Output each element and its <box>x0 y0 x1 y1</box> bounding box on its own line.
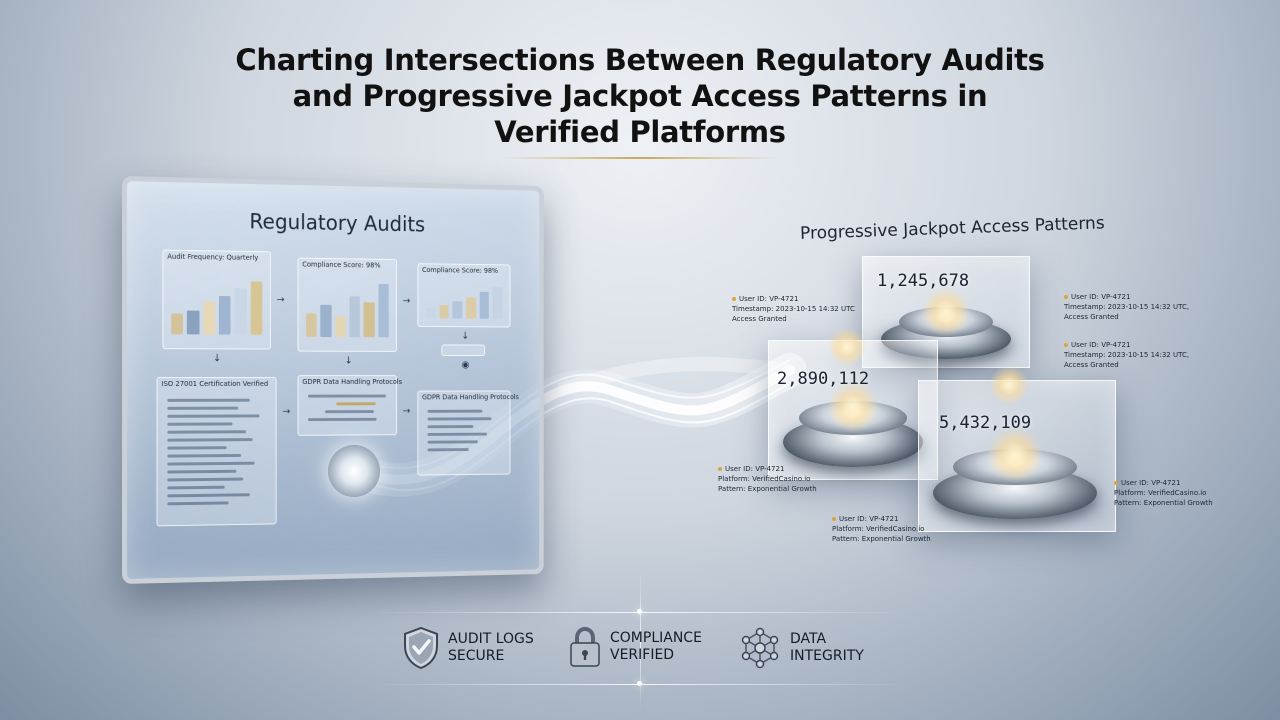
access-note: User ID: VP-4721 Timestamp: 2023-10-15 1… <box>1064 340 1189 370</box>
card-label: Audit Frequency: Quarterly <box>167 252 259 262</box>
stream-connector-port <box>328 445 380 497</box>
glow-light <box>921 287 971 337</box>
note-line: Platform: VerifiedCasino.io <box>1114 489 1207 497</box>
note-line: Access Granted <box>732 315 787 323</box>
gdpr-protocols-card: GDPR Data Handling Protocols <box>297 375 402 436</box>
note-line: Platform: VerifiedCasino.io <box>832 525 925 533</box>
arrow-down-icon: ↓ <box>461 331 470 342</box>
jackpot-cube-1: 1,245,678 <box>862 256 1030 368</box>
code-lines-graphic <box>158 378 276 506</box>
card-label: Compliance Score: 98% <box>422 266 499 275</box>
card-label: GDPR Data Handling Protocols <box>302 378 403 386</box>
arrow-right-icon: → <box>276 294 285 306</box>
shield-check-icon <box>402 626 440 670</box>
note-line: Platform: VerifiedCasino.io <box>718 475 811 483</box>
jackpot-cube-2: 2,890,112 <box>768 327 938 480</box>
process-node <box>441 344 486 357</box>
card-label: GDPR Data Handling Protocols <box>422 393 519 402</box>
regulatory-audits-panel: Regulatory Audits Audit Frequency: Quart… <box>122 176 544 584</box>
badge-data-integrity: DATA INTEGRITY <box>738 626 864 670</box>
badge-line-1: AUDIT LOGS <box>448 631 534 647</box>
bar-chart-graphic <box>425 284 503 319</box>
sparkle-icon <box>637 609 642 614</box>
badge-audit-logs: AUDIT LOGS SECURE <box>402 626 534 670</box>
note-line: Timestamp: 2023-10-15 14:32 UTC, <box>1064 303 1190 311</box>
padlock-icon <box>568 626 602 668</box>
badge-line-1: COMPLIANCE <box>610 630 702 646</box>
arrow-right-icon: → <box>282 406 291 418</box>
sparkle-icon <box>637 681 642 686</box>
note-line: Access Granted <box>1064 361 1119 369</box>
title-line-3: Verified Platforms <box>494 115 786 149</box>
network-nodes-icon <box>738 626 782 670</box>
bar-chart-graphic <box>306 278 389 338</box>
bar-chart-graphic <box>171 275 263 335</box>
note-line: Pattern: Exponential Growth <box>718 485 817 493</box>
glow-light <box>827 327 867 367</box>
compliance-score-card-2: Compliance Score: 98% <box>417 263 511 328</box>
access-note: User ID: VP-4721 Timestamp: 2023-10-15 1… <box>1064 292 1189 322</box>
note-line: Timestamp: 2023-10-15 14:32 UTC <box>732 305 855 313</box>
arrow-right-icon: → <box>402 406 411 417</box>
glow-light <box>989 365 1029 405</box>
badge-line-2: VERIFIED <box>610 647 675 663</box>
note-line: Timestamp: 2023-10-15 14:32 UTC, <box>1064 351 1190 359</box>
note-line: User ID: VP-4721 <box>1121 479 1181 487</box>
note-line: Pattern: Exponential Growth <box>1114 499 1213 507</box>
note-line: Pattern: Exponential Growth <box>832 535 931 543</box>
arrow-down-icon: ↓ <box>344 355 353 367</box>
badge-compliance: COMPLIANCE VERIFIED <box>568 626 702 668</box>
title-line-1: Charting Intersections Between Regulator… <box>235 43 1045 77</box>
jackpot-counter: 1,245,678 <box>877 271 970 291</box>
pattern-note: User ID: VP-4721 Platform: VerifiedCasin… <box>1114 478 1213 508</box>
panel-title: Regulatory Audits <box>249 209 426 237</box>
pattern-note: User ID: VP-4721 Platform: VerifiedCasin… <box>718 464 817 494</box>
access-note: User ID: VP-4721 Timestamp: 2023-10-15 1… <box>732 294 855 324</box>
jackpot-section-title: Progressive Jackpot Access Patterns <box>799 213 1105 244</box>
card-label: Compliance Score: 98% <box>302 260 381 270</box>
note-line: User ID: VP-4721 <box>839 515 899 523</box>
arrow-down-icon: ↓ <box>213 353 222 365</box>
gdpr-protocols-card-2: GDPR Data Handling Protocols <box>417 390 519 476</box>
glow-light <box>987 427 1043 483</box>
arrow-right-icon: → <box>402 295 411 307</box>
compliance-score-card: Compliance Score: 98% <box>297 257 398 352</box>
audit-frequency-card: Audit Frequency: Quarterly <box>162 249 271 350</box>
card-label: ISO 27001 Certification Verified <box>161 380 269 388</box>
note-line: User ID: VP-4721 <box>739 295 799 303</box>
page-title: Charting Intersections Between Regulator… <box>140 42 1140 150</box>
iso-certification-card: ISO 27001 Certification Verified <box>156 377 277 527</box>
title-divider <box>500 157 780 159</box>
badge-line-2: INTEGRITY <box>790 648 864 664</box>
divider-line <box>640 570 641 710</box>
badge-line-2: SECURE <box>448 648 505 664</box>
note-line: User ID: VP-4721 <box>1071 293 1131 301</box>
note-line: User ID: VP-4721 <box>725 465 785 473</box>
title-line-2: and Progressive Jackpot Access Patterns … <box>292 79 988 113</box>
process-node-icon: ◉ <box>461 359 470 371</box>
note-line: User ID: VP-4721 <box>1071 341 1131 349</box>
jackpot-cube-3: 5,432,109 <box>918 365 1116 532</box>
glow-light <box>827 381 879 433</box>
pattern-note: User ID: VP-4721 Platform: VerifiedCasin… <box>832 514 931 544</box>
note-line: Access Granted <box>1064 313 1119 321</box>
badge-line-1: DATA <box>790 631 827 647</box>
